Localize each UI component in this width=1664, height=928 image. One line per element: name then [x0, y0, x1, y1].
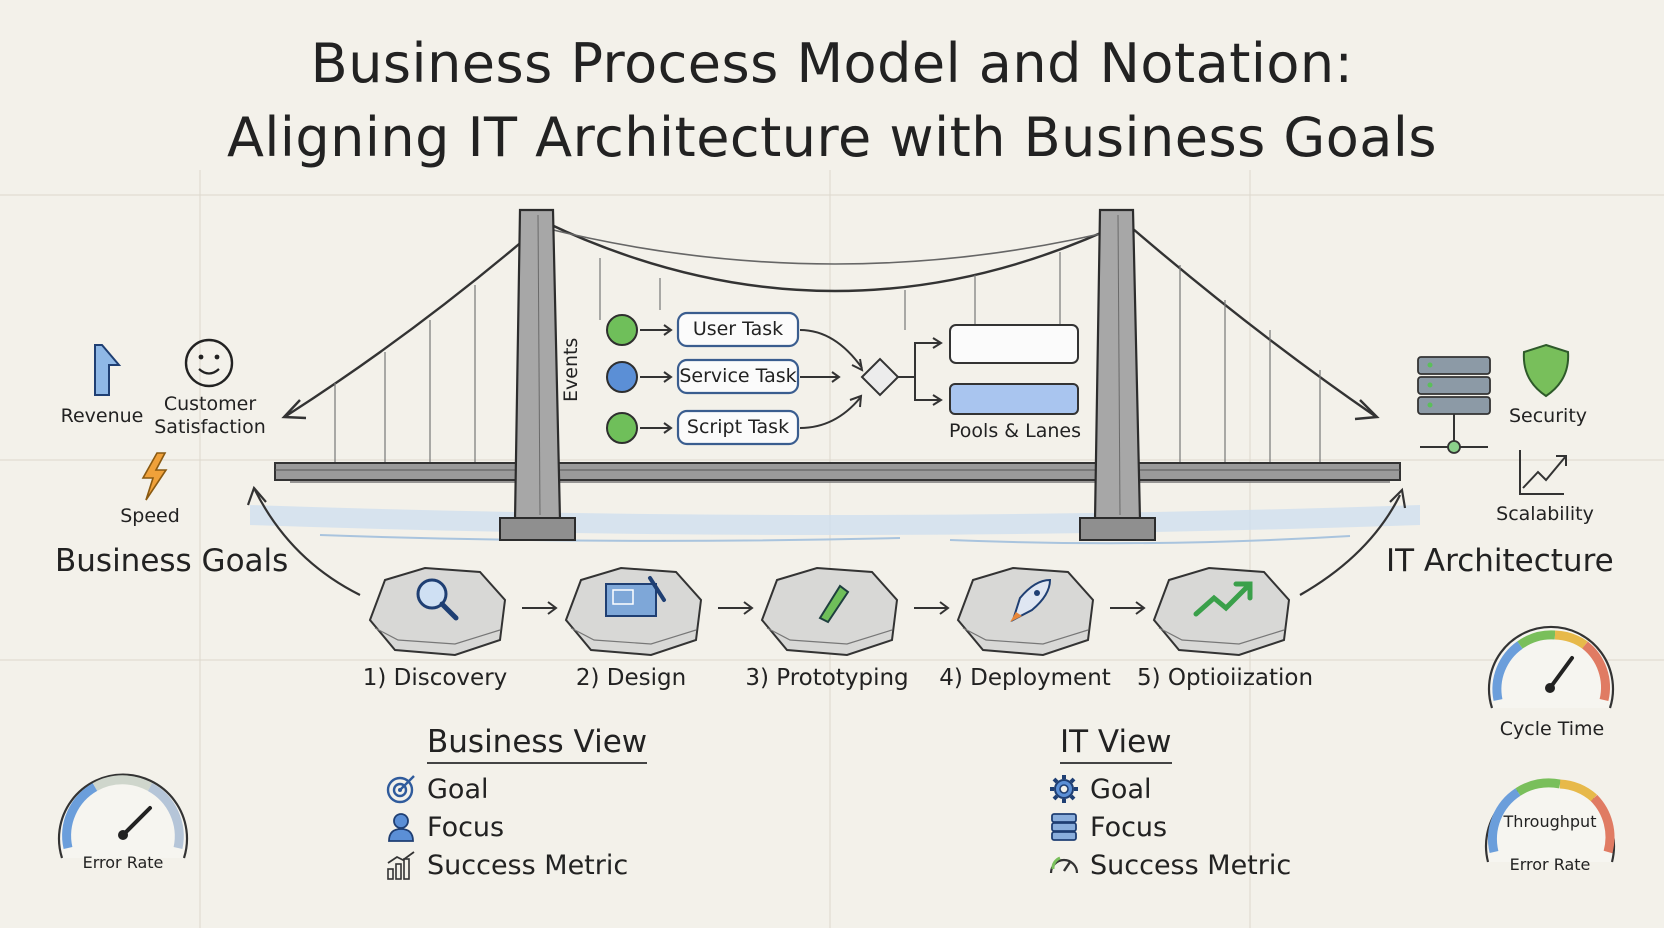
growth-arrow-icon [1193, 581, 1253, 617]
step-label-design: 2) Design [575, 665, 687, 691]
test-tube-icon [818, 584, 850, 624]
stone-5 [1152, 566, 1291, 657]
gauge-left [57, 773, 189, 859]
it-view-item-goal: Goal [1048, 770, 1291, 808]
business-view-focus-label: Focus [427, 811, 505, 843]
bridge-tower-right [1079, 208, 1156, 541]
step-label-discovery: 1) Discovery [362, 665, 508, 691]
business-view: Business View Goal Focus Success Metric [385, 724, 648, 884]
title-line-2: Aligning IT Architecture with Business G… [226, 106, 1438, 169]
background-grid [0, 170, 1664, 928]
bpmn-task-boxes [676, 311, 800, 446]
it-label-scalability: Scalability [1496, 503, 1594, 525]
it-view-item-focus: Focus [1048, 808, 1291, 846]
step-label-prototyping: 3) Prototyping [745, 665, 909, 691]
business-goals-heading: Business Goals [55, 543, 289, 579]
right-cable-arrowhead [1354, 399, 1380, 421]
gauge-right-bottom-label-top: Throughput [1503, 812, 1597, 831]
bpmn-task-service: Service Task [679, 365, 797, 387]
water-shading [250, 505, 1420, 545]
person-icon [388, 813, 414, 842]
gauge-right-bottom-label-bottom: Error Rate [1509, 855, 1591, 874]
it-view: IT View Goal Focus Success Metric [1048, 724, 1291, 884]
step-label-optimization: 5) Optioiization [1136, 665, 1314, 691]
business-view-success-metric-label: Success Metric [427, 849, 629, 881]
it-view-heading: IT View [1060, 724, 1172, 764]
bpmn-pools-lanes-label: Pools & Lanes [949, 420, 1081, 442]
title-line-1: Business Process Model and Notation: [310, 32, 1354, 95]
goal-label-speed: Speed [120, 505, 180, 527]
left-arc-arrow [254, 489, 361, 596]
gauge-right-top-label: Cycle Time [1499, 718, 1605, 740]
business-view-goal-label: Goal [427, 773, 489, 805]
business-view-item-goal: Goal [385, 770, 647, 808]
it-label-security: Security [1508, 405, 1588, 427]
bridge-deck [274, 462, 1401, 483]
business-view-item-success-metric: Success Metric [385, 846, 647, 884]
bpmn-lane [949, 383, 1079, 415]
gauge-left-label: Error Rate [82, 853, 164, 872]
target-icon [386, 775, 415, 804]
bpmn-task-user: User Task [692, 318, 784, 340]
database-icon [1051, 813, 1077, 841]
bpmn-event-arrows [640, 324, 673, 434]
step-label-deployment: 4) Deployment [939, 665, 1111, 691]
lightning-icon [141, 452, 168, 501]
bpmn-events [606, 314, 638, 444]
it-view-focus-label: Focus [1090, 811, 1168, 843]
left-cable-arrowhead [281, 399, 307, 420]
right-arc-arrow [1299, 494, 1401, 596]
bpmn-flow-arrows [799, 329, 943, 429]
bpmn-diagram [606, 311, 1079, 446]
rocket-icon [1010, 578, 1052, 623]
gauge-icon [1049, 856, 1079, 874]
bpmn-gateway [860, 357, 900, 397]
bpmn-events-label: Events [560, 337, 582, 402]
trend-chart-icon [1519, 450, 1567, 495]
stone-1 [368, 566, 507, 657]
it-architecture-heading: IT Architecture [1386, 543, 1614, 579]
main-cables [285, 220, 1376, 418]
magnifier-icon [416, 578, 459, 621]
goal-label-customer-satisfaction: Customer Satisfaction [154, 393, 266, 438]
gauge-right-bottom [1484, 778, 1616, 863]
business-view-heading: Business View [427, 724, 648, 764]
bridge-tower-left [499, 208, 576, 541]
it-view-success-metric-label: Success Metric [1090, 849, 1292, 881]
server-rack-icon [1417, 356, 1491, 454]
suspender-cables [334, 252, 1321, 465]
bpmn-task-script: Script Task [686, 416, 790, 438]
gauge-right-top [1487, 625, 1615, 709]
goal-label-revenue: Revenue [60, 405, 144, 427]
shield-icon [1522, 343, 1570, 398]
gear-icon [1050, 775, 1078, 803]
bar-chart-icon [387, 851, 415, 880]
step-arrows [522, 601, 1146, 615]
business-view-item-focus: Focus [385, 808, 647, 846]
bpmn-pool [949, 324, 1079, 364]
it-view-goal-label: Goal [1090, 773, 1152, 805]
arrow-up-icon [94, 344, 122, 396]
blueprint-icon [605, 576, 666, 617]
it-view-item-success-metric: Success Metric [1048, 846, 1291, 884]
smiley-icon [184, 338, 234, 388]
